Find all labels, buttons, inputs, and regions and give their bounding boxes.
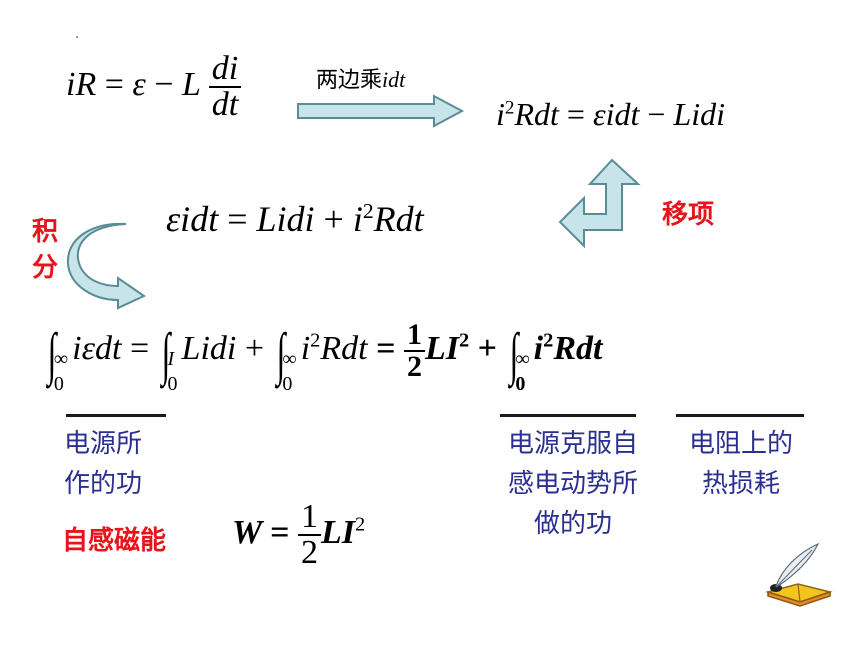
eq1-lhs: iR bbox=[66, 65, 97, 103]
eq4-rdt-2: Rdt bbox=[553, 330, 603, 367]
eq1-denominator: dt bbox=[208, 86, 242, 122]
int2-upper: I bbox=[167, 348, 175, 370]
eq4-equals: = bbox=[129, 330, 150, 367]
eq4-i2: i bbox=[533, 330, 544, 367]
int2-lower: 0 bbox=[167, 373, 178, 395]
eq3-rdt: Rdt bbox=[373, 199, 424, 239]
int4-lower: 0 bbox=[515, 373, 526, 395]
speck bbox=[76, 36, 78, 38]
int1-upper: ∞ bbox=[53, 348, 69, 370]
note-overcome-line1: 电源克服自 bbox=[507, 429, 638, 459]
equation-3: εidt = Lidi + i2Rdt bbox=[166, 198, 424, 240]
note-overcome-emf: 电源克服自 感电动势所 做的功 bbox=[488, 424, 658, 544]
eq1-fraction: di dt bbox=[208, 50, 242, 122]
overbar-heat bbox=[676, 414, 804, 417]
eq4-term2: Lidi bbox=[181, 330, 237, 367]
eq4-equals-2: = bbox=[376, 330, 396, 367]
note-source-work-line2: 作的功 bbox=[64, 469, 143, 499]
equation-1: iR = ε − L di dt bbox=[66, 50, 242, 122]
eq2-minus: − bbox=[647, 96, 666, 132]
eq5-numerator: 1 bbox=[301, 498, 318, 535]
eq4-plus: + bbox=[244, 330, 265, 367]
label-self-inductance-energy: 自感磁能 bbox=[62, 526, 167, 556]
eq4-numerator: 1 bbox=[406, 318, 422, 352]
eq4-plus-2: + bbox=[477, 330, 498, 367]
int1-lower: 0 bbox=[53, 373, 64, 395]
eq4-sup2: 2 bbox=[458, 329, 470, 352]
arrow-1-label-cn: 两边乘 bbox=[316, 68, 383, 93]
eq5-LI: LI bbox=[321, 513, 355, 551]
eq3-equals: = bbox=[227, 199, 248, 239]
integral-sign-2: ∫ bbox=[161, 321, 170, 386]
eq1-minus: − bbox=[154, 65, 174, 103]
eq4-LI: LI bbox=[424, 330, 459, 367]
eq2-rdt: Rdt bbox=[514, 96, 559, 132]
label-integrate-char1: 积 bbox=[32, 217, 59, 247]
eq4-rdt: Rdt bbox=[320, 330, 368, 367]
note-heat-line2: 热损耗 bbox=[701, 469, 780, 499]
int3-upper: ∞ bbox=[282, 348, 297, 370]
note-heat-line1: 电阻上的 bbox=[688, 429, 793, 459]
eq5-equals: = bbox=[270, 513, 290, 551]
eq5-fraction: 1 2 bbox=[298, 500, 321, 570]
label-integrate-char2: 分 bbox=[32, 253, 59, 283]
bent-arrow-icon bbox=[558, 158, 641, 249]
eq2-term2: Lidi bbox=[673, 96, 725, 132]
eq2-sup: 2 bbox=[504, 97, 515, 119]
equation-2: i2Rdt = εidt − Lidi bbox=[496, 96, 725, 133]
curved-arrow-icon bbox=[66, 222, 147, 310]
overbar-overcome bbox=[500, 414, 636, 417]
integral-limits-4: ∞0 bbox=[515, 347, 529, 397]
arrow-1-label: 两边乘idt bbox=[316, 62, 405, 94]
eq2-i: i bbox=[496, 96, 505, 132]
integral-sign-4: ∫ bbox=[509, 321, 518, 386]
integral-sign-1: ∫ bbox=[47, 321, 57, 386]
note-overcome-line2: 感电动势所 bbox=[507, 469, 638, 499]
note-overcome-line3: 做的功 bbox=[533, 509, 612, 539]
int3-lower: 0 bbox=[282, 373, 293, 395]
note-source-work-line1: 电源所 bbox=[64, 429, 143, 459]
eq1-emf: ε bbox=[132, 65, 146, 103]
eq2-term1: εidt bbox=[592, 96, 640, 132]
eq5-denominator: 2 bbox=[298, 534, 321, 570]
eq3-sup: 2 bbox=[362, 199, 374, 223]
eq4-term1: iεdt bbox=[72, 330, 122, 367]
eq3-plus: + bbox=[323, 199, 344, 239]
eq4-fraction: 1 2 bbox=[403, 318, 425, 382]
eq4-sup3: 2 bbox=[543, 329, 554, 352]
integral-sign-3: ∫ bbox=[276, 321, 285, 386]
note-heat-loss: 电阻上的 热损耗 bbox=[674, 424, 808, 504]
equation-5: W = 1 2 LI2 bbox=[232, 500, 365, 570]
eq5-W: W bbox=[232, 513, 262, 551]
label-move-terms: 移项 bbox=[662, 200, 715, 230]
eq4-sup: 2 bbox=[310, 329, 321, 352]
eq3-i: i bbox=[352, 199, 363, 239]
eq4-denominator: 2 bbox=[403, 350, 425, 382]
integral-limits-1: ∞0 bbox=[54, 347, 68, 397]
eq4-i: i bbox=[300, 330, 311, 367]
eq3-term1: Lidi bbox=[256, 199, 315, 239]
eq3-lhs: εidt bbox=[166, 199, 219, 239]
eq5-sup: 2 bbox=[355, 513, 366, 536]
overbar-source-work bbox=[66, 414, 166, 417]
arrow-1-label-math: idt bbox=[382, 67, 406, 92]
label-integrate: 积 分 bbox=[32, 214, 58, 286]
eq1-numerator: di bbox=[211, 50, 239, 87]
eq2-equals: = bbox=[566, 96, 585, 132]
quill-book-icon bbox=[765, 542, 833, 607]
eq1-equals: = bbox=[104, 65, 124, 103]
note-source-work: 电源所 作的功 bbox=[64, 424, 142, 504]
int4-upper: ∞ bbox=[515, 348, 530, 370]
integral-limits-3: ∞0 bbox=[282, 347, 296, 397]
right-arrow-icon bbox=[297, 94, 465, 128]
eq1-L: L bbox=[182, 65, 201, 103]
